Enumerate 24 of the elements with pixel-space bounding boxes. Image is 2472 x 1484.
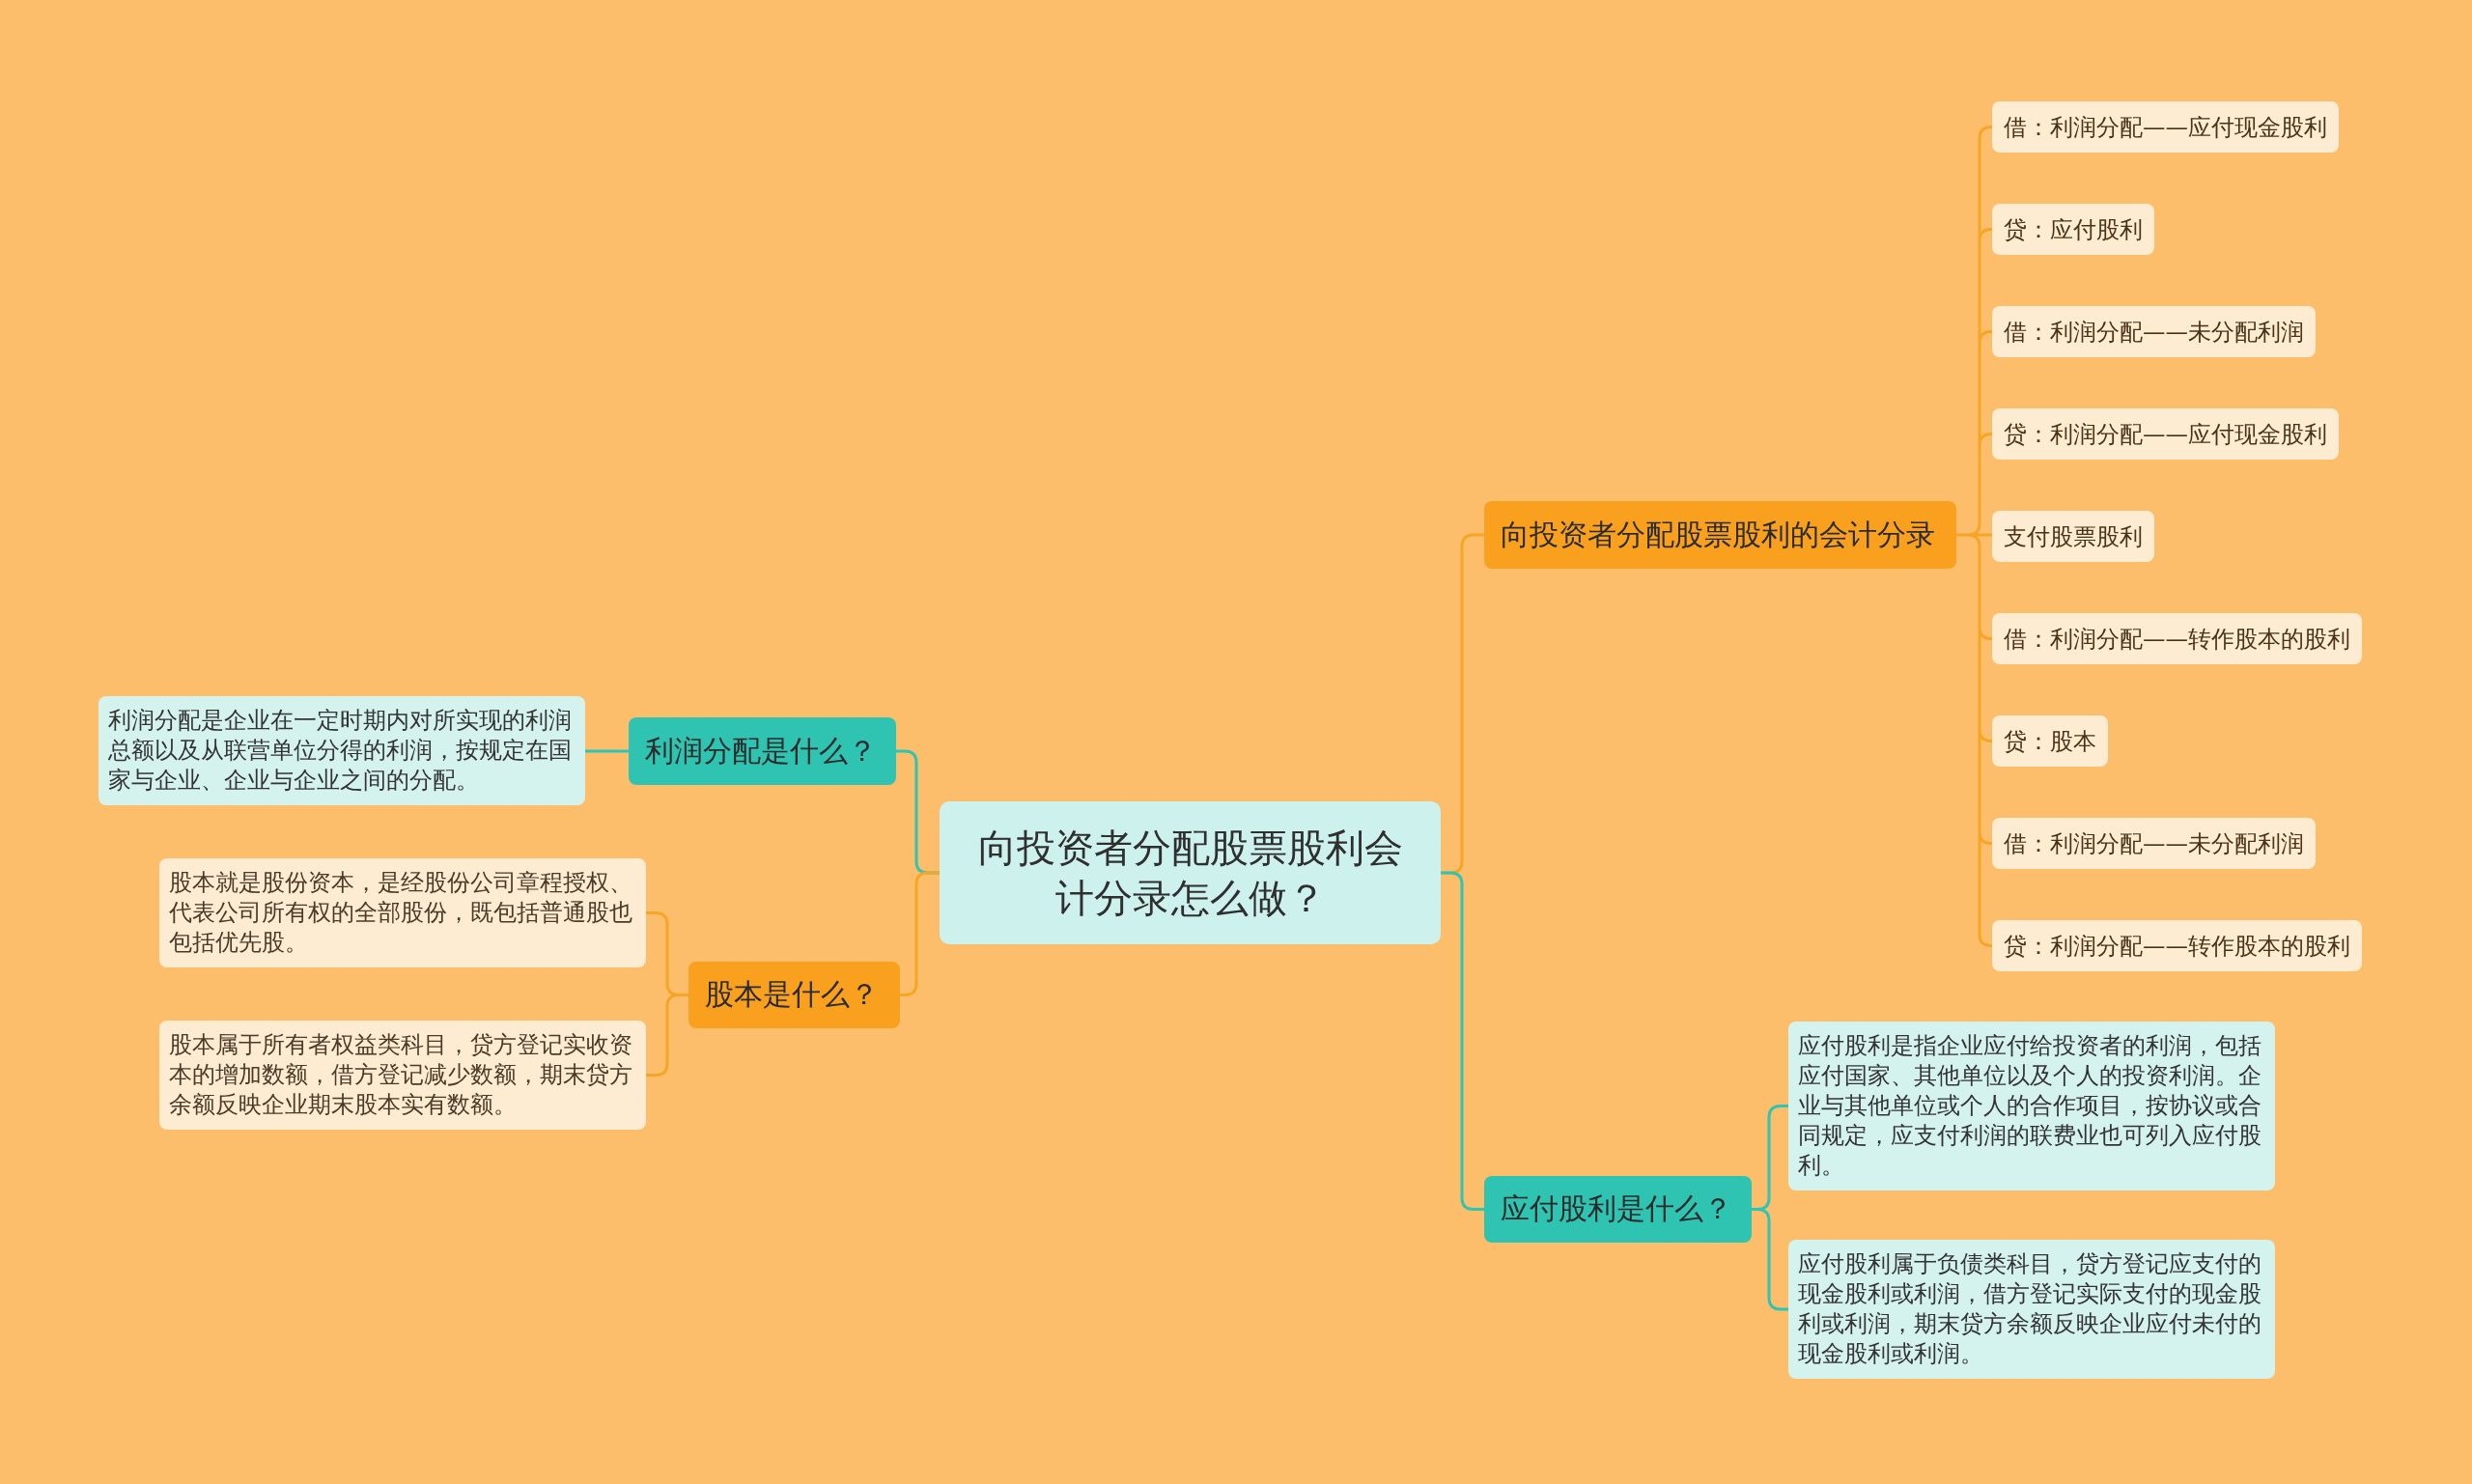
subtopic: 向投资者分配股票股利的会计分录 bbox=[1484, 501, 1956, 569]
subtopic: 应付股利是什么？ bbox=[1484, 1176, 1752, 1243]
connector-line bbox=[1441, 871, 1484, 1211]
connector-line bbox=[1750, 1105, 1790, 1311]
central-topic: 向投资者分配股票股利会计分录怎么做？ bbox=[940, 801, 1441, 944]
entry-tag: 贷：股本 bbox=[1992, 715, 2108, 767]
note-card: 利润分配是企业在一定时期内对所实现的利润总额以及从联营单位分得的利润，按规定在国家与企业、企业与企业之间的分配。 bbox=[98, 696, 585, 805]
entry-tag: 借：利润分配——转作股本的股利 bbox=[1992, 613, 2362, 664]
subtopic: 利润分配是什么？ bbox=[629, 717, 896, 785]
note-card: 股本就是股份资本，是经股份公司章程授权、代表公司所有权的全部股份，既包括普通股也包括优先股。 bbox=[159, 858, 646, 967]
entry-tag: 贷：应付股利 bbox=[1992, 204, 2154, 255]
note-card: 股本属于所有者权益类科目，贷方登记实收资本的增加数额，借方登记减少数额，期末贷方余额反映企业期末股本实有数额。 bbox=[159, 1021, 646, 1130]
entry-tag: 借：利润分配——未分配利润 bbox=[1992, 306, 2316, 357]
connector-line bbox=[585, 749, 629, 753]
entry-tag: 贷：利润分配——应付现金股利 bbox=[1992, 408, 2339, 460]
note-card: 应付股利属于负债类科目，贷方登记应支付的现金股利或利润，借方登记实际支付的现金股利或利润，期末贷方余额反映企业应付未付的现金股利或利润。 bbox=[1788, 1240, 2275, 1379]
entry-tag: 借：利润分配——应付现金股利 bbox=[1992, 101, 2339, 153]
connector-line bbox=[1954, 126, 1994, 947]
entry-tag: 贷：利润分配——转作股本的股利 bbox=[1992, 920, 2362, 971]
note-card: 应付股利是指企业应付给投资者的利润，包括应付国家、其他单位以及个人的投资利润。企业与其他单位或个人的合作项目，按协议或合同规定，应支付利润的联费业也可列入应付股利。 bbox=[1788, 1022, 2275, 1190]
entry-tag: 支付股票股利 bbox=[1992, 511, 2154, 562]
subtopic: 股本是什么？ bbox=[688, 962, 900, 1028]
entry-tag: 借：利润分配——未分配利润 bbox=[1992, 818, 2316, 869]
connector-line bbox=[644, 911, 690, 1077]
